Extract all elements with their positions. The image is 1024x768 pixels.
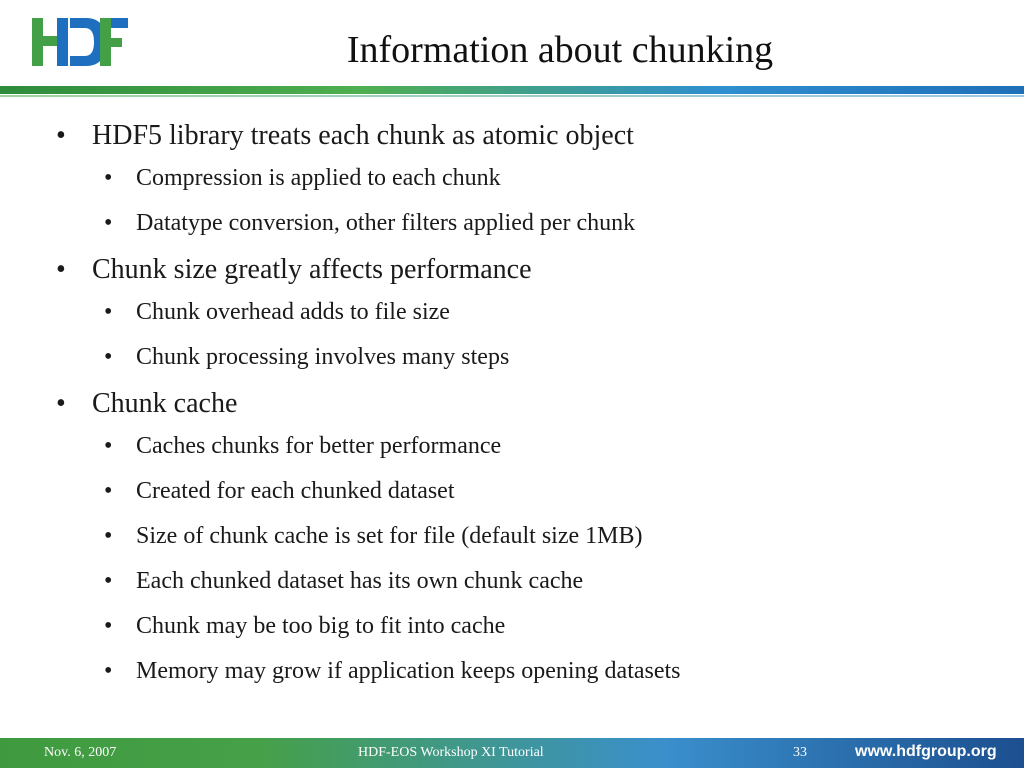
bullet-item: • Chunk size greatly affects performance xyxy=(52,252,992,288)
sub-bullet-item: • Compression is applied to each chunk xyxy=(52,162,992,194)
sub-bullet-item: • Datatype conversion, other filters app… xyxy=(52,207,992,239)
bullet-icon: • xyxy=(104,478,113,504)
bullet-icon: • xyxy=(56,388,66,419)
sub-bullet-text: Each chunked dataset has its own chunk c… xyxy=(136,568,584,594)
sub-bullet-item: • Size of chunk cache is set for file (d… xyxy=(52,520,992,552)
bullet-list: • HDF5 library treats each chunk as atom… xyxy=(52,118,992,700)
bullet-icon: • xyxy=(104,299,113,325)
bullet-icon: • xyxy=(56,254,66,285)
header-divider-line xyxy=(0,95,1024,97)
sub-bullet-item: • Caches chunks for better performance xyxy=(52,430,992,462)
footer-url: www.hdfgroup.org xyxy=(855,743,997,760)
bullet-icon: • xyxy=(104,523,113,549)
bullet-icon: • xyxy=(104,658,113,684)
bullet-icon: • xyxy=(104,613,113,639)
header-divider-bar xyxy=(0,86,1024,94)
sub-bullet-text: Size of chunk cache is set for file (def… xyxy=(136,523,643,549)
sub-bullet-item: • Each chunked dataset has its own chunk… xyxy=(52,565,992,597)
sub-bullet-text: Created for each chunked dataset xyxy=(136,478,455,504)
footer-title: HDF-EOS Workshop XI Tutorial xyxy=(358,745,544,760)
footer-bar: Nov. 6, 2007 HDF-EOS Workshop XI Tutoria… xyxy=(0,738,1024,768)
page-number: 33 xyxy=(793,745,807,760)
slide-title: Information about chunking xyxy=(346,29,774,71)
bullet-text: HDF5 library treats each chunk as atomic… xyxy=(92,120,634,151)
hdf-logo xyxy=(32,18,128,66)
sub-bullet-text: Datatype conversion, other filters appli… xyxy=(136,210,636,236)
bullet-icon: • xyxy=(104,433,113,459)
sub-bullet-text: Compression is applied to each chunk xyxy=(136,165,501,191)
sub-bullet-item: • Memory may grow if application keeps o… xyxy=(52,655,992,687)
bullet-icon: • xyxy=(104,344,113,370)
bullet-text: Chunk size greatly affects performance xyxy=(92,254,532,285)
sub-bullet-text: Chunk processing involves many steps xyxy=(136,344,510,370)
footer-date: Nov. 6, 2007 xyxy=(44,745,117,760)
bullet-icon: • xyxy=(104,568,113,594)
sub-bullet-item: • Chunk may be too big to fit into cache xyxy=(52,610,992,642)
bullet-item: • Chunk cache xyxy=(52,386,992,422)
sub-bullet-item: • Chunk overhead adds to file size xyxy=(52,296,992,328)
bullet-item: • HDF5 library treats each chunk as atom… xyxy=(52,118,992,154)
bullet-icon: • xyxy=(104,165,113,191)
sub-bullet-text: Memory may grow if application keeps ope… xyxy=(136,658,681,684)
bullet-icon: • xyxy=(104,210,113,236)
sub-bullet-text: Chunk may be too big to fit into cache xyxy=(136,613,506,639)
bullet-icon: • xyxy=(56,120,66,151)
sub-bullet-item: • Chunk processing involves many steps xyxy=(52,341,992,373)
bullet-text: Chunk cache xyxy=(92,388,238,419)
sub-bullet-text: Chunk overhead adds to file size xyxy=(136,299,450,325)
sub-bullet-item: • Created for each chunked dataset xyxy=(52,475,992,507)
sub-bullet-text: Caches chunks for better performance xyxy=(136,433,502,459)
